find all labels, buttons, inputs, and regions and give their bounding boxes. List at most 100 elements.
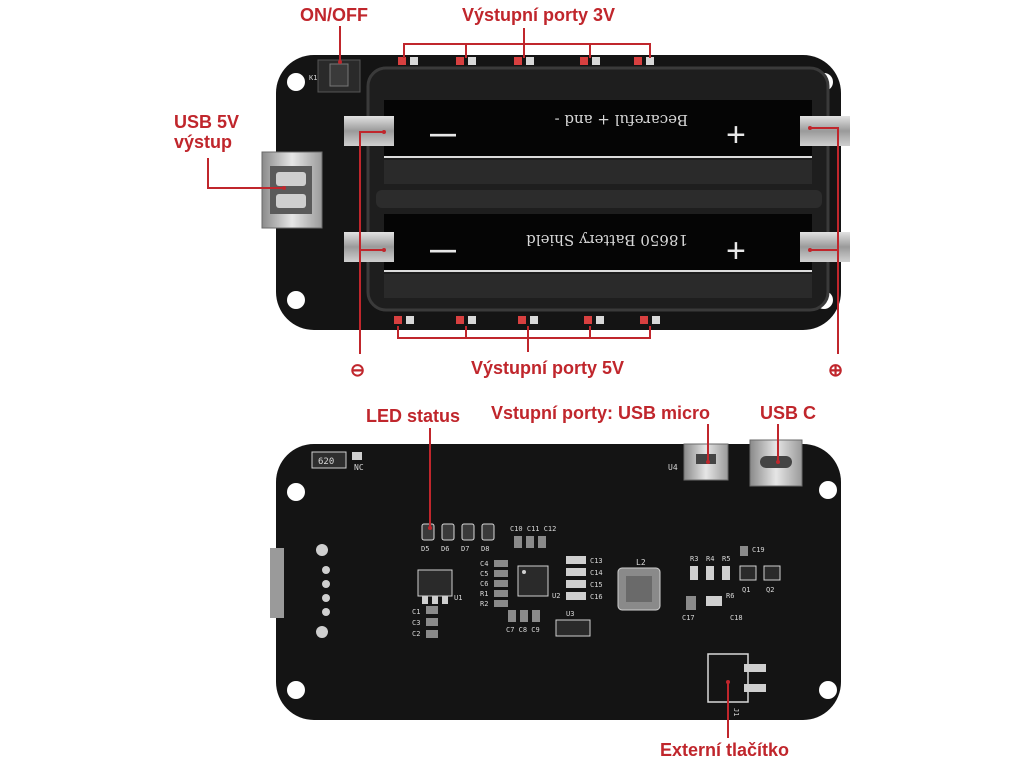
power-switch: K1	[309, 59, 361, 93]
comp-label: R5	[722, 555, 730, 563]
u1-label: U1	[454, 594, 462, 602]
chip-620-label: 620	[318, 457, 334, 467]
u2-label: U2	[552, 592, 560, 600]
smd-pad	[352, 452, 362, 460]
callout-output-3v: Výstupní porty 3V	[462, 5, 616, 25]
comp-label: C14	[590, 569, 603, 577]
pad-pair	[518, 316, 538, 324]
comp-label: C13	[590, 557, 603, 565]
battery-plus-sign: +	[726, 116, 746, 154]
callout-input-ports: Vstupní porty: USB micro	[491, 403, 711, 423]
comp-label: C19	[752, 546, 765, 554]
comp-label: R4	[706, 555, 714, 563]
usb-a-contact	[276, 172, 306, 186]
comp-label: C10 C11 C12	[510, 525, 556, 533]
mount-hole	[819, 481, 837, 499]
led-d8	[481, 523, 495, 541]
led-label: D8	[481, 545, 489, 553]
comp-label: Q2	[766, 586, 774, 594]
top-board: K1 — + —	[261, 55, 850, 330]
bottom-pcb	[276, 444, 841, 720]
led-d6	[441, 523, 455, 541]
led-label: D5	[421, 545, 429, 553]
comp-label: C3	[412, 619, 420, 627]
caps-c17-c18	[686, 596, 722, 610]
comp-label: R3	[690, 555, 698, 563]
usb-a-pins	[316, 544, 330, 638]
line-3v-bracket	[403, 43, 651, 58]
battery-text-shield: 18650 Battery Shield	[526, 231, 688, 249]
nc-label: NC	[354, 463, 364, 472]
cap-array-top	[514, 536, 546, 548]
pad-pair	[640, 316, 660, 324]
transistors	[739, 565, 781, 581]
slot-1-floor	[384, 160, 812, 184]
led-label: D6	[441, 545, 449, 553]
pad-pair	[514, 57, 534, 65]
caps-c1-c3	[426, 606, 438, 638]
pad-pair	[634, 57, 654, 65]
pad-pair	[456, 316, 476, 324]
bottom-board: 620 NC U4 D5	[270, 439, 841, 720]
mount-hole	[287, 291, 305, 309]
j1-label: J1	[732, 708, 740, 716]
callout-minus: ⊖	[350, 360, 366, 380]
pad-pair	[456, 57, 476, 65]
contact-minus-2	[344, 232, 394, 262]
callout-output-5v: Výstupní porty 5V	[471, 358, 625, 378]
battery-slot-2	[384, 214, 812, 270]
usb-c-port	[749, 439, 803, 487]
callout-led-status: LED status	[366, 406, 461, 426]
comp-label: C16	[590, 593, 603, 601]
caps-c13-c16	[566, 556, 586, 600]
led-label: D7	[461, 545, 469, 553]
line-minus	[359, 131, 384, 354]
battery-plus-sign: +	[726, 232, 746, 270]
switch-label: K1	[309, 74, 317, 82]
cap-array-bottom	[508, 610, 540, 622]
resistors-r3-r5	[690, 546, 748, 580]
ic-u2: U2	[517, 565, 560, 600]
j1-pad	[744, 684, 766, 692]
l2-core	[626, 576, 652, 602]
usb-a-edge	[270, 548, 284, 618]
comp-label: C7 C8 C9	[506, 626, 540, 634]
battery-slot-1	[384, 100, 812, 156]
comp-label: R2	[480, 600, 488, 608]
u3-body	[555, 619, 591, 637]
comp-label: R1	[480, 590, 488, 598]
callout-plus: ⊕	[828, 360, 844, 380]
comp-label: Q1	[742, 586, 750, 594]
comp-label: C17	[682, 614, 695, 622]
line-5v-bracket	[397, 326, 651, 339]
led-d5	[421, 523, 435, 541]
pad-pair	[580, 57, 600, 65]
header-5v	[394, 316, 660, 324]
usb-a-port	[261, 151, 323, 229]
comp-label: C2	[412, 630, 420, 638]
comp-label: C6	[480, 580, 488, 588]
comp-label: C1	[412, 608, 420, 616]
callout-on-off: ON/OFF	[300, 5, 368, 25]
u4-label: U4	[668, 463, 678, 472]
mount-hole	[287, 73, 305, 91]
slot-divider	[376, 190, 822, 208]
pad-pair	[398, 57, 418, 65]
battery-holder: — + — + Becareful + and - 18650 Battery …	[344, 66, 850, 312]
switch-knob	[329, 63, 349, 87]
mount-hole	[287, 681, 305, 699]
led-d7	[461, 523, 475, 541]
callout-usb5v-1: USB 5V	[174, 112, 240, 132]
line-plus	[810, 127, 839, 354]
ic-u3: U3	[555, 610, 591, 637]
status-leds: D5 D6 D7 D8	[421, 523, 495, 553]
mount-hole	[287, 483, 305, 501]
u1-body	[417, 569, 453, 597]
u2-body	[517, 565, 549, 597]
comp-label: C5	[480, 570, 488, 578]
battery-minus-sign: —	[430, 118, 456, 148]
comp-label: C15	[590, 581, 603, 589]
slot-2-floor	[384, 274, 812, 298]
u3-label: U3	[566, 610, 574, 618]
